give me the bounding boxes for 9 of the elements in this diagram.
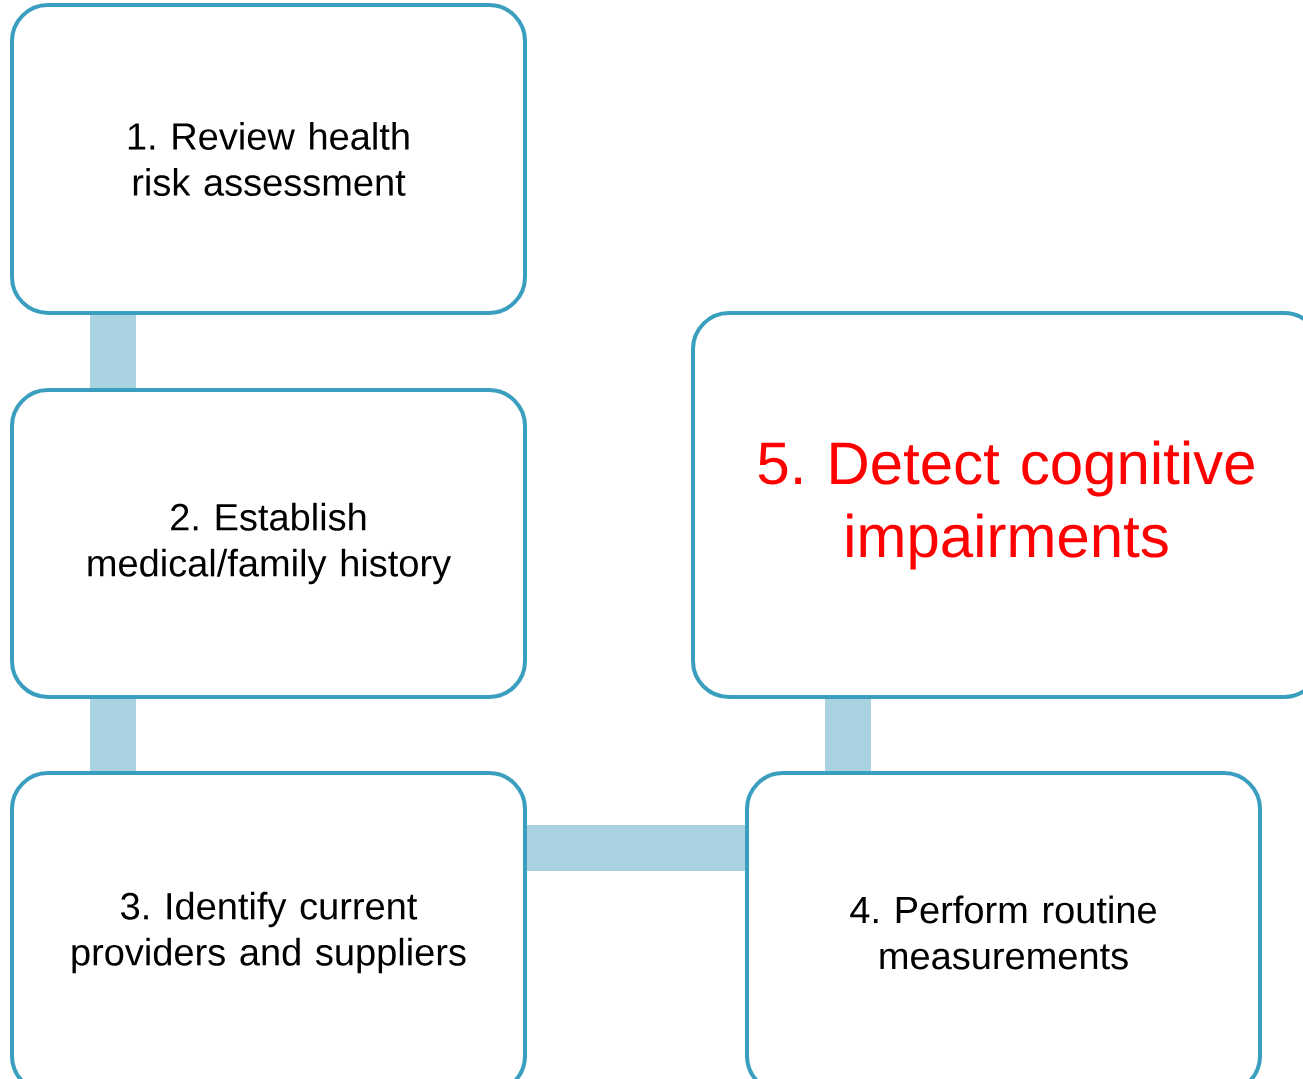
step-box: 2. Establish medical/family history [10, 388, 527, 699]
step-box: 1. Review health risk assessment [10, 3, 527, 315]
connector-bar [90, 315, 136, 388]
connector-bar [90, 699, 136, 771]
connector-bar [527, 825, 745, 871]
highlighted-step-box: 5. Detect cognitive impairments [691, 311, 1303, 699]
connector-bar [825, 699, 871, 771]
step-box: 3. Identify current providers and suppliers [10, 771, 527, 1079]
step-box: 4. Perform routine measurements [745, 771, 1262, 1079]
